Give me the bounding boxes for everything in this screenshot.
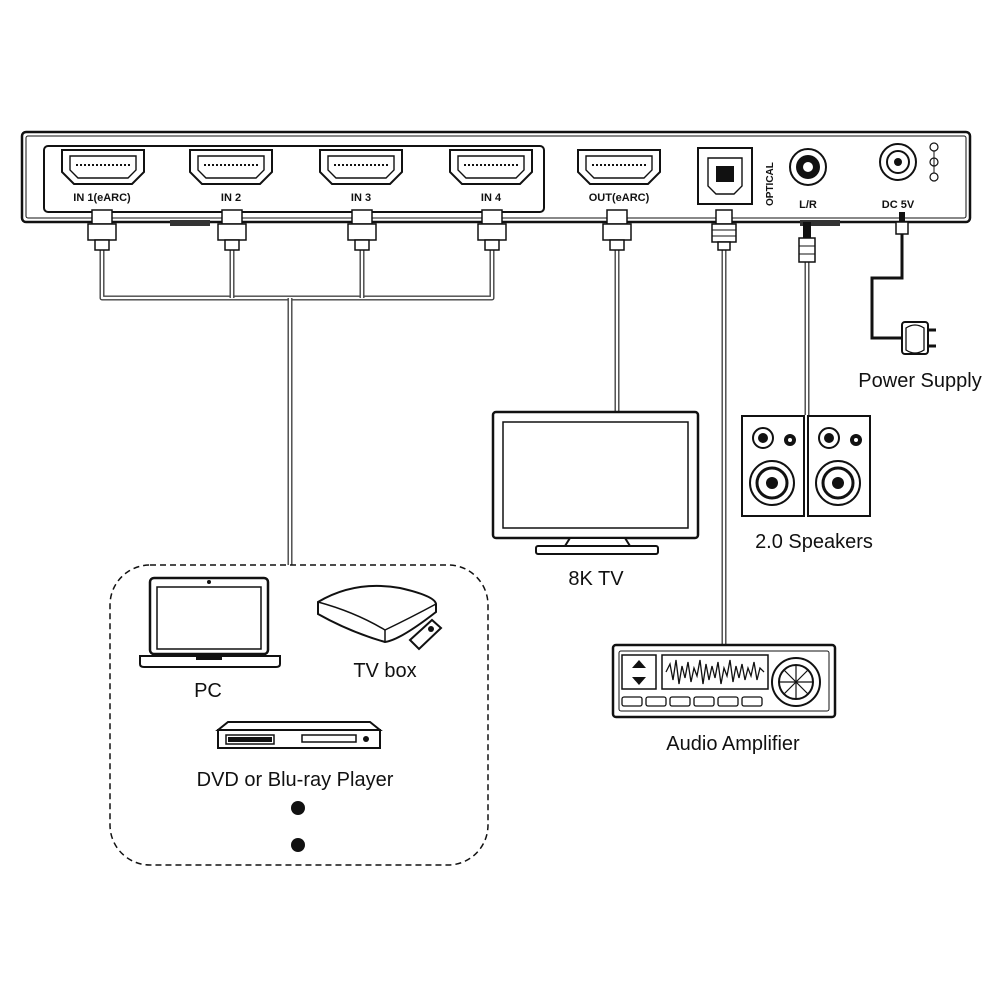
hdmi-plug-in1: [87, 209, 117, 251]
optical-port[interactable]: [697, 147, 753, 205]
label-tv: 8K TV: [568, 568, 624, 590]
hdmi-port-in1[interactable]: [61, 149, 145, 185]
hdmi-plug-in2: [217, 209, 247, 251]
tv-box-icon: [317, 584, 437, 644]
port-label-in1: IN 1(eARC): [73, 192, 131, 204]
port-label-lr: L/R: [799, 199, 817, 211]
optical-plug: [711, 209, 737, 251]
port-label-in4: IN 4: [481, 192, 502, 204]
ellipsis-dot: [291, 801, 305, 815]
lr-audio-jack[interactable]: [789, 148, 827, 186]
port-label-optical: OPTICAL: [765, 162, 776, 206]
port-label-out: OUT(eARC): [589, 192, 650, 204]
laptop-icon: [139, 576, 281, 668]
amplifier-icon: [611, 643, 837, 719]
label-speakers: 2.0 Speakers: [755, 531, 873, 553]
source-devices-group: [109, 564, 489, 866]
hdmi-port-in3[interactable]: [319, 149, 403, 185]
hdmi-input-bus-cable: [99, 248, 495, 301]
input-port-panel: [43, 145, 545, 213]
hdmi-plug-out: [602, 209, 632, 251]
dc-plug: [895, 212, 909, 235]
hdmi-plugs: [87, 209, 909, 263]
hdmi-plug-in4: [477, 209, 507, 251]
label-tv-box: TV box: [353, 660, 416, 682]
speaker-left-icon: [741, 415, 805, 517]
speaker-right-icon: [807, 415, 871, 517]
power-adapter-icon: [901, 321, 936, 355]
port-label-in3: IN 3: [351, 192, 371, 204]
tv-icon: [491, 410, 700, 555]
label-dvd-player: DVD or Blu-ray Player: [197, 769, 394, 791]
remote-control-icon: [408, 618, 443, 651]
dvd-player-icon: [215, 721, 383, 749]
lr-plug: [798, 222, 816, 263]
label-power-supply: Power Supply: [858, 370, 981, 392]
hdmi-port-out[interactable]: [577, 149, 661, 185]
cables: [99, 232, 904, 645]
hdmi-port-in4[interactable]: [449, 149, 533, 185]
label-amplifier: Audio Amplifier: [666, 733, 800, 755]
label-pc: PC: [194, 680, 222, 702]
ellipsis-dot: [291, 838, 305, 852]
polarity-icon: [929, 142, 939, 182]
dc-power-jack[interactable]: [879, 143, 917, 181]
dc-power-cable: [870, 232, 904, 340]
hdmi-plug-in3: [347, 209, 377, 251]
switcher-device: IN 1(eARC) IN 2 IN 3 IN 4 OUT(eARC) OPTI…: [20, 130, 972, 226]
hdmi-port-in2[interactable]: [189, 149, 273, 185]
port-label-in2: IN 2: [221, 192, 241, 204]
port-label-dc: DC 5V: [882, 199, 915, 211]
